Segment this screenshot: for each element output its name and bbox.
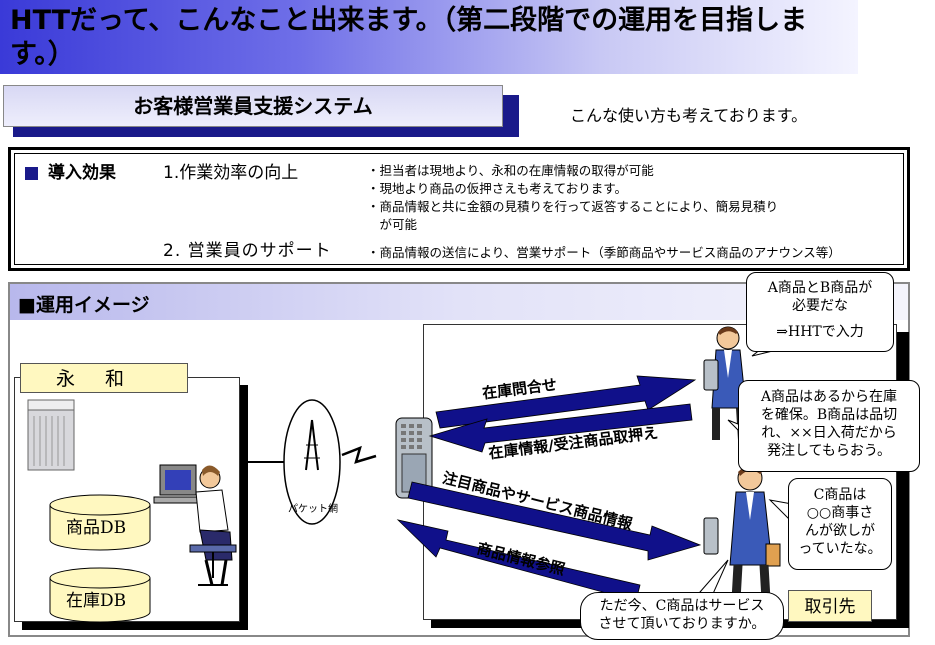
server-icon — [27, 399, 75, 471]
stock-db-cylinder-icon — [49, 567, 151, 623]
effect1-title: 1.作業効率の向上 — [163, 163, 299, 183]
wireless-signal-icon — [341, 445, 377, 464]
operation-heading: ■運用イメージ — [18, 294, 150, 316]
packet-network-icon — [283, 399, 341, 525]
bubble-text: 必要だな — [792, 298, 848, 314]
bubble-text — [747, 315, 893, 323]
office-worker-icon — [153, 464, 237, 586]
stock-reply-arrow — [428, 403, 693, 453]
bubble-text: 発注してもらおう。 — [766, 443, 892, 459]
usage-note: こんな使い方も考えております。 — [570, 106, 808, 125]
company-label: 永和 — [55, 368, 154, 390]
bubble-text: んが欲しが — [805, 523, 875, 539]
subtitle-box: お客様営業員支援システム — [3, 85, 503, 127]
title-banner — [0, 0, 858, 74]
product-info-arrow — [407, 481, 702, 561]
square-bullet-icon — [25, 166, 38, 180]
customer-panel — [423, 324, 897, 620]
bubble-text: C商品は — [813, 487, 867, 503]
bubble-text: A商品はあるから在庫 — [760, 389, 898, 405]
effect1-line: ・現地より商品の仮押さえも考えております。 — [367, 181, 628, 196]
bubble-text: れ、××日入荷だから — [761, 425, 897, 441]
effect1-line: ・担当者は現地より、永和の在庫情報の取得が可能 — [367, 163, 654, 178]
salesman-icon — [703, 465, 781, 601]
effect1-line: ・商品情報と共に金額の見積りを行って返答することにより、簡易見積り — [367, 199, 779, 214]
effect2-title: 2. 営業員のサポート — [163, 241, 332, 261]
effects-heading-text: 導入効果 — [48, 163, 116, 183]
callout-bubble: C商品は ○○商事さ んが欲しが っていたな。 — [788, 478, 892, 570]
bubble-text: ○○商事さ — [806, 505, 874, 521]
effects-heading: 導入効果 — [25, 158, 116, 183]
product-db-cylinder-icon — [49, 494, 151, 551]
subtitle: お客様営業員支援システム — [133, 94, 373, 118]
bubble-text: っていたな。 — [798, 541, 882, 557]
bubble-text: A商品とB商品が — [767, 280, 873, 296]
bubble-text: させて頂いておりますか。 — [598, 616, 766, 632]
callout-bubble: A商品とB商品が 必要だな ⇒HHTで入力 — [746, 272, 894, 352]
bubble-text: ただ今、C商品はサービス — [599, 598, 765, 614]
company-label-box: 永和 — [20, 363, 188, 393]
bubble-text: を確保。B商品は品切 — [760, 407, 898, 423]
page-title: HTTだって、こんなこと出来ます。（第二段階での運用を目指します。） — [10, 5, 808, 70]
packet-network-label: パケット網 — [288, 504, 338, 515]
bubble-text: ⇒HHTで入力 — [776, 324, 864, 340]
effects-box: 導入効果 1.作業効率の向上 ・担当者は現地より、永和の在庫情報の取得が可能 ・… — [8, 147, 910, 271]
effect2-line: ・商品情報の送信により、営業サポート（季節商品やサービス商品のアナウンス等） — [367, 245, 841, 260]
bubble-tail — [699, 559, 729, 597]
effects-inner-frame: 導入効果 1.作業効率の向上 ・担当者は現地より、永和の在庫情報の取得が可能 ・… — [14, 153, 904, 265]
effect1-line: が可能 — [367, 217, 418, 232]
stock-db-label: 在庫DB — [66, 591, 127, 611]
callout-bubble: ただ今、C商品はサービス させて頂いておりますか。 — [580, 592, 784, 640]
callout-bubble: A商品はあるから在庫 を確保。B商品は品切 れ、××日入荷だから 発注してもらお… — [738, 380, 920, 472]
product-db-label: 商品DB — [66, 518, 127, 538]
customer-label: 取引先 — [788, 590, 872, 622]
